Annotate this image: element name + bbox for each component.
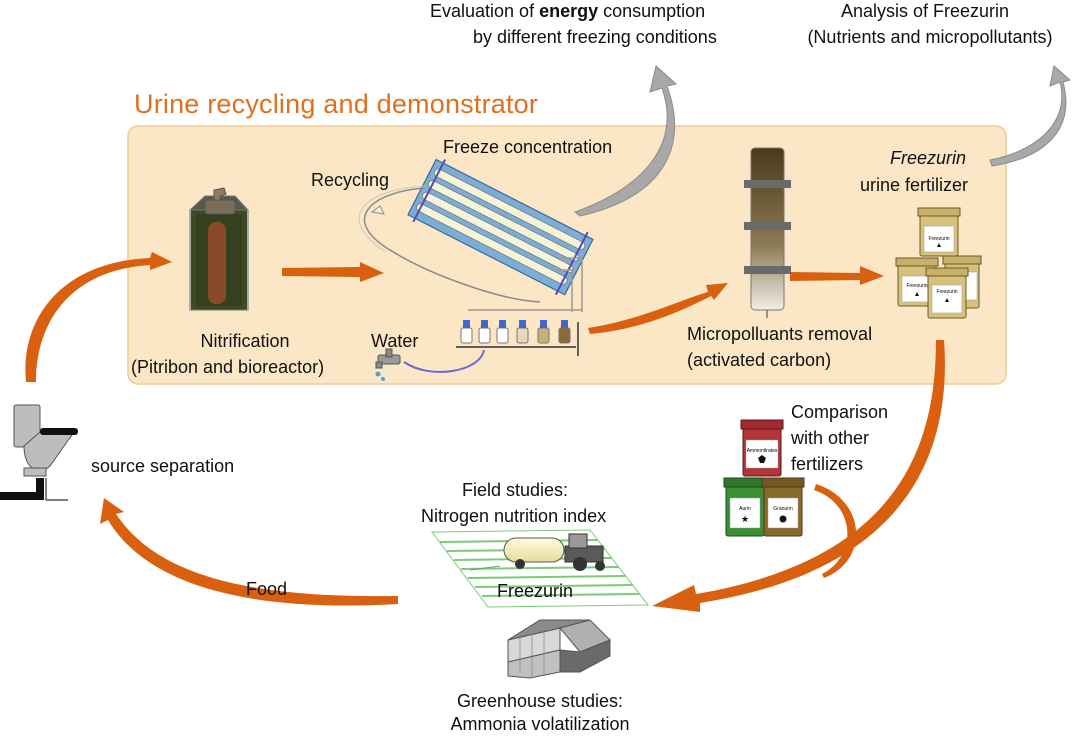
- jar-label-freezurin: Freezurin: [906, 283, 927, 289]
- nitrification-to-freeze-arrow: [282, 262, 384, 282]
- comparison-line2: with other: [791, 428, 870, 448]
- energy-evaluation-arrow: [573, 65, 678, 217]
- food-label: Food: [246, 579, 288, 599]
- water-tube: [403, 349, 485, 373]
- freezurin-field-label: Freezurin: [497, 581, 574, 601]
- freeze-to-carbon-arrow: [588, 283, 728, 334]
- nitrification-bag: [188, 187, 250, 311]
- comparison-line1: Comparison: [791, 402, 889, 422]
- water-label: Water: [371, 331, 419, 351]
- source-separation-label: source separation: [91, 456, 235, 476]
- page-title: Urine recycling and demonstrator: [134, 89, 539, 119]
- energy-line1-bold: energy: [539, 1, 599, 21]
- analysis-arrow: [989, 65, 1072, 167]
- ammonitrates-jar: Ammonitrates: [740, 419, 784, 477]
- energy-line1-pre: Evaluation of: [430, 1, 540, 21]
- analysis-line1: Analysis of Freezurin: [840, 1, 1010, 21]
- svg-text:★: ★: [741, 515, 749, 525]
- toilet-icon: [0, 404, 78, 501]
- jar-label-granurin: Granurin: [773, 506, 793, 512]
- freeze-concentration-label: Freeze concentration: [443, 137, 613, 157]
- jar-label-freezurin: Freezurin: [936, 289, 957, 295]
- carbon-to-freezurin-arrow: [790, 266, 884, 285]
- jar-label-freezurin: Freezurin: [928, 236, 949, 242]
- comparison-line3: fertilizers: [791, 454, 864, 474]
- micropollutants-line1: Micropolluants removal: [687, 324, 873, 344]
- freezurin-jar: Freezurin: [917, 207, 961, 257]
- activated-carbon-column: [744, 147, 791, 318]
- granurin-jar: Granurin: [761, 477, 805, 537]
- water-tap-icon: [375, 348, 401, 381]
- greenhouse-line2: Ammonia volatilization: [450, 714, 630, 734]
- recycling-label: Recycling: [311, 170, 390, 190]
- energy-evaluation-label: Evaluation of energy consumption: [430, 0, 705, 22]
- nitrification-line2: (Pitribon and bioreactor): [131, 357, 325, 377]
- analysis-line2: (Nutrients and micropollutants): [807, 27, 1053, 47]
- energy-line2: by different freezing conditions: [473, 27, 717, 47]
- nitrification-line1: Nitrification: [200, 331, 290, 351]
- freezurin-jar: Freezurin: [925, 267, 969, 319]
- field-studies-line1: Field studies:: [461, 480, 569, 500]
- greenhouse-line1: Greenhouse studies:: [456, 691, 624, 711]
- comparison-jars: Ammonitrates Aurin ★ Granurin: [723, 419, 805, 537]
- freezurin-jars: Freezurin Freezurin Freezurin: [895, 207, 982, 319]
- freezurin-italic-label: Freezurin: [890, 148, 967, 168]
- aurin-jar: Aurin ★: [723, 477, 767, 537]
- comparison-arrow: [814, 484, 857, 578]
- energy-line1-post: consumption: [598, 1, 706, 21]
- micropollutants-line2: (activated carbon): [687, 350, 832, 370]
- freeze-concentration-unit: [358, 158, 594, 356]
- sample-bottles: [456, 320, 579, 356]
- jar-label-ammonitrates: Ammonitrates: [747, 448, 778, 454]
- jar-label-aurin: Aurin: [739, 506, 751, 512]
- toilet-to-nitrification-arrow: [25, 252, 172, 382]
- greenhouse-icon: [507, 619, 611, 679]
- field-studies-line2: Nitrogen nutrition index: [421, 506, 607, 526]
- urine-fertilizer-label: urine fertilizer: [860, 175, 969, 195]
- tractor-icon: [469, 533, 605, 571]
